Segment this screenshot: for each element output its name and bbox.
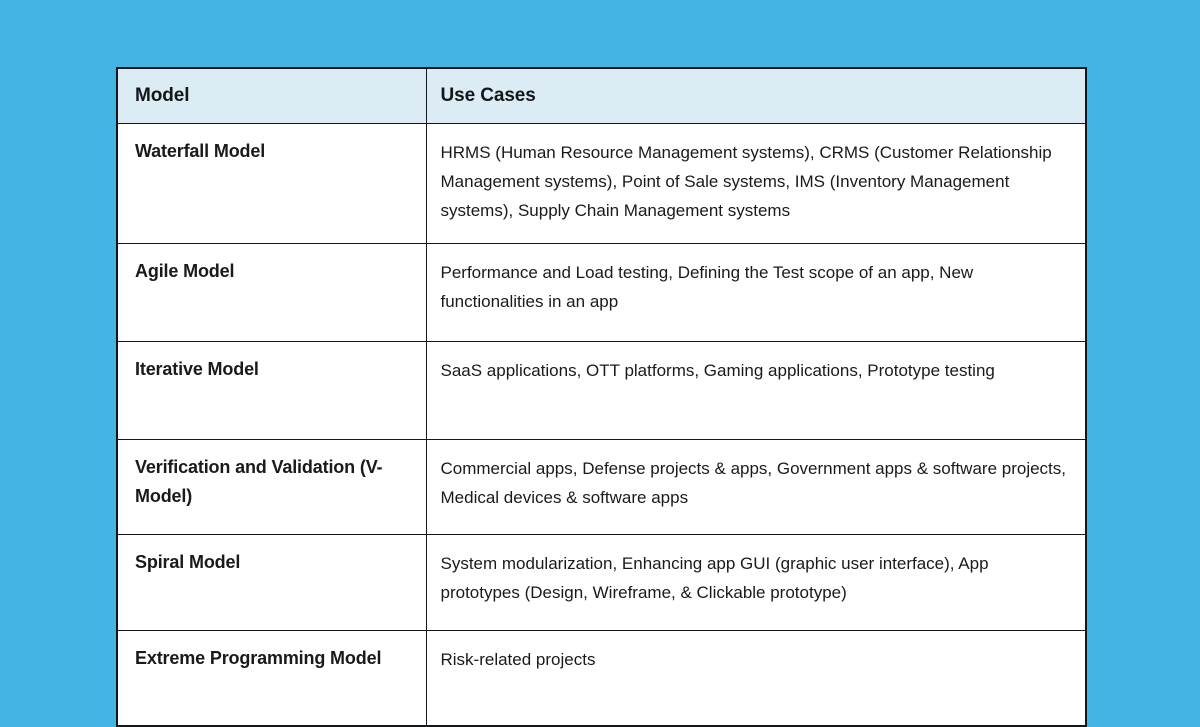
table-row: Iterative Model SaaS applications, OTT p…	[116, 341, 1087, 440]
sdlc-models-table: Model Use Cases Waterfall Model HRMS (Hu…	[116, 67, 1087, 727]
cell-model-iterative: Iterative Model	[116, 341, 427, 440]
table-row: Agile Model Performance and Load testing…	[116, 243, 1087, 342]
cell-model-extreme-programming: Extreme Programming Model	[116, 630, 427, 727]
cell-model-v-model: Verification and Validation (V-Model)	[116, 439, 427, 535]
cell-model-spiral: Spiral Model	[116, 534, 427, 631]
cell-use-cases-agile: Performance and Load testing, Defining t…	[425, 243, 1087, 342]
cell-use-cases-spiral: System modularization, Enhancing app GUI…	[425, 534, 1087, 631]
header-row: Model Use Cases	[116, 67, 1087, 124]
cell-model-waterfall: Waterfall Model	[116, 123, 427, 244]
table-header: Model Use Cases	[116, 67, 1087, 124]
page-canvas: Model Use Cases Waterfall Model HRMS (Hu…	[116, 67, 1087, 727]
cell-use-cases-extreme-programming: Risk-related projects	[425, 630, 1087, 727]
cell-use-cases-v-model: Commercial apps, Defense projects & apps…	[425, 439, 1087, 535]
table-row: Waterfall Model HRMS (Human Resource Man…	[116, 123, 1087, 244]
cell-use-cases-waterfall: HRMS (Human Resource Management systems)…	[425, 123, 1087, 244]
table-row: Spiral Model System modularization, Enha…	[116, 534, 1087, 631]
cell-use-cases-iterative: SaaS applications, OTT platforms, Gaming…	[425, 341, 1087, 440]
column-header-use-cases: Use Cases	[425, 67, 1087, 124]
table-body: Waterfall Model HRMS (Human Resource Man…	[116, 123, 1087, 727]
table-row: Extreme Programming Model Risk-related p…	[116, 630, 1087, 727]
cell-model-agile: Agile Model	[116, 243, 427, 342]
column-header-model: Model	[116, 67, 427, 124]
table-row: Verification and Validation (V-Model) Co…	[116, 439, 1087, 535]
table-container: Model Use Cases Waterfall Model HRMS (Hu…	[116, 67, 1087, 727]
